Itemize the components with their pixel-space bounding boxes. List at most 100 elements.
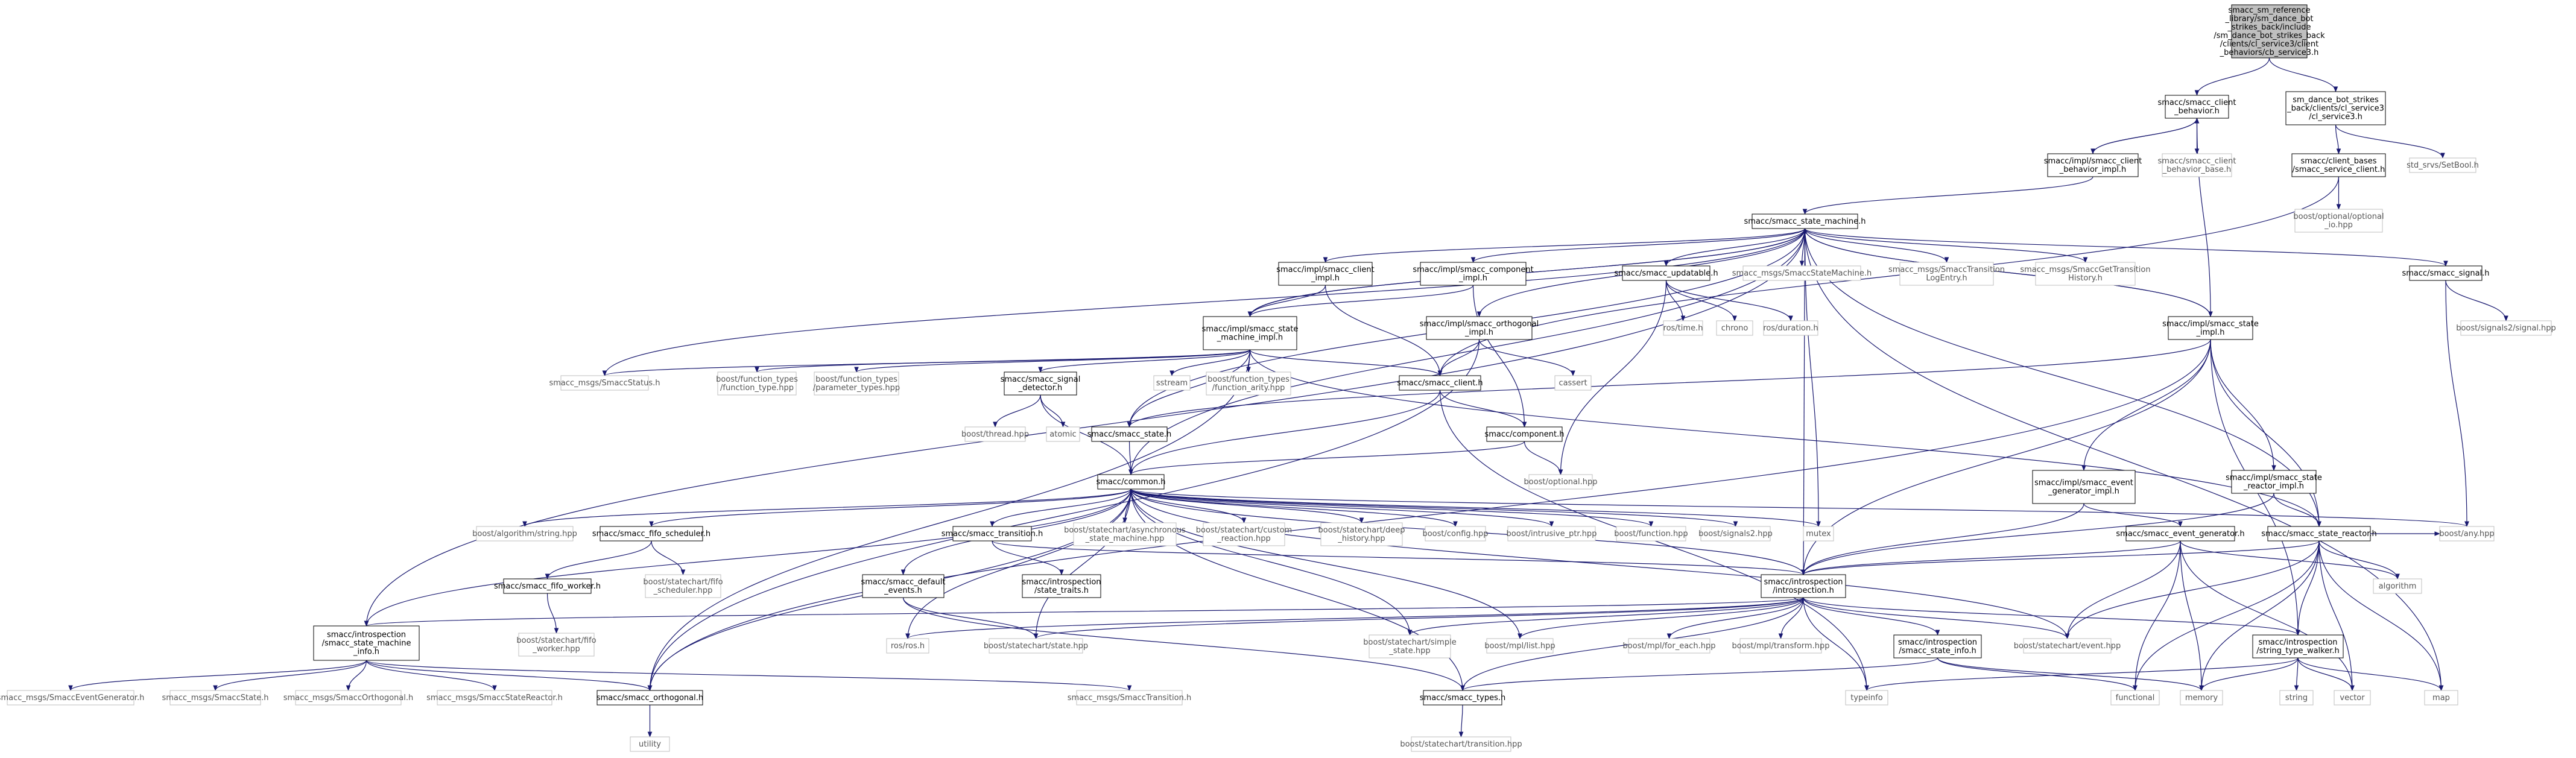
node-msg-orthogonal: smacc_msgs/SmaccOrthogonal.h [283,690,413,706]
node-smacc-default-events[interactable]: smacc/smacc_default_events.h [861,574,946,598]
edge-orthogonal_impl-to-cassert [1478,339,1575,376]
edge-state_reactor-to-vector [2318,540,2355,691]
edge-state_info-to-smacc_types [1460,657,1938,691]
edge-event_generator-to-vector [2180,540,2355,691]
edge-component_impl-to-state_machine_impl [1247,285,1474,317]
node-box [1425,526,1486,542]
node-introspection-state-traits[interactable]: smacc/introspection/state_traits.h [1022,574,1101,598]
node-introspection[interactable]: smacc/introspection/introspection.h [1761,574,1846,598]
node-label-line: smacc/smacc_fifo_scheduler.h [592,529,710,538]
node-label-line: smacc/impl/smacc_component [1413,265,1533,274]
edge-state_info-to-memory [1937,657,2204,691]
node-box [1763,320,1818,336]
node-chrono: chrono [1716,320,1753,336]
node-box [1899,262,1994,286]
edge-event_generator_impl-to-introspection [1801,503,2084,575]
node-label-line: LogEntry.h [1926,274,1967,283]
node-state-info[interactable]: smacc/introspection/smacc_state_info.h [1893,634,1982,659]
node-root[interactable]: smacc_sm_reference_library/sm_dance_bot_… [2214,4,2325,58]
node-box [1203,522,1285,546]
node-label-line: /smacc_state_machine [322,639,411,648]
node-label-line: smacc/smacc_signal [1001,375,1081,384]
node-label-line: smacc/component.h [1485,430,1565,439]
node-signal[interactable]: smacc/smacc_signal.h [2402,265,2490,281]
edge-state_impl-to-state [1127,339,2211,428]
node-fifo-worker[interactable]: smacc/smacc_fifo_worker.h [494,578,601,594]
node-label-line: smacc/introspection [1764,578,1843,587]
node-label-line: History.h [2068,274,2103,283]
node-state-reactor-impl[interactable]: smacc/impl/smacc_state_reactor_impl.h [2226,470,2322,494]
edge-state_machine_impl-to-boost_ft_function_type [755,349,1251,373]
node-label-line: ros/time.h [1663,324,1703,333]
node-label-line: boost/statechart/event.hpp [2014,642,2121,651]
node-state-reactor[interactable]: smacc/smacc_state_reactor.h [2261,526,2377,542]
node-state[interactable]: smacc/smacc_state.h [1087,426,1172,442]
node-label-line: smacc_msgs/SmaccStateReactor.h [426,693,563,703]
node-box [1411,736,1511,752]
node-sc-custom-reaction: boost/statechart/custom_reaction.hpp [1196,522,1292,546]
node-box [989,638,1083,654]
edge-root-to-cl_service3 [2268,57,2338,92]
node-state-impl[interactable]: smacc/impl/smacc_state_impl.h [2162,316,2259,340]
node-label-line: boost/function_types [1207,375,1290,384]
node-box [2409,265,2483,281]
node-string-type-walker[interactable]: smacc/introspection/string_type_walker.h [2252,634,2344,659]
edge-state_reactor-to-introspection [1801,540,2320,575]
edge-signal_detector-to-boost_thread [993,394,1041,428]
node-label-line: _reaction.hpp [1217,534,1270,543]
node-label-line: /function_arity.hpp [1212,384,1285,393]
node-client-impl[interactable]: smacc/impl/smacc_client_impl.h [1276,262,1375,286]
node-label-line: smacc/smacc_state_machine.h [1744,217,1866,226]
node-label-line: cassert [1559,379,1587,388]
node-updatable[interactable]: smacc/smacc_updatable.h [1614,265,1718,281]
node-event-generator-impl[interactable]: smacc/impl/smacc_event_generator_impl.h [2032,470,2136,504]
node-smacc-orthogonal[interactable]: smacc/smacc_orthogonal.h [597,690,703,706]
edge-common-to-smacc_transition [990,488,1131,527]
node-box [1097,474,1165,490]
edge-state_machine-to-msg_get_transition [1804,228,2088,263]
node-fifo-scheduler[interactable]: smacc/smacc_fifo_scheduler.h [592,526,710,542]
node-box [1761,574,1846,598]
edge-smacc_default_events-to-sc_state [902,597,1039,639]
node-box [1426,316,1533,340]
node-box [2162,153,2232,177]
node-box [2291,153,2386,177]
node-client[interactable]: smacc/smacc_client.h [1397,375,1483,391]
edge-state_info-to-functional [1937,657,2138,691]
edge-introspection-to-string_type_walker [1803,597,2300,636]
edge-state_reactor-to-functional [2133,540,2320,691]
edge-state_machine_impl-to-client [1249,349,1443,376]
node-state-machine[interactable]: smacc/smacc_state_machine.h [1744,213,1866,229]
node-signal-detector[interactable]: smacc/smacc_signal_detector.h [1001,371,1081,396]
node-orthogonal-impl[interactable]: smacc/impl/smacc_orthogonal_impl.h [1420,316,1539,340]
node-box [2231,470,2317,494]
edge-fifo_scheduler-to-sc_fifo_scheduler [651,540,686,575]
node-smacc-types[interactable]: smacc/smacc_types.h [1420,690,1505,706]
node-common[interactable]: smacc/common.h [1096,474,1166,490]
node-cl-service3[interactable]: sm_dance_bot_strikes_back/clients/cl_ser… [2285,91,2386,125]
node-smacc-transition[interactable]: smacc/smacc_transition.h [941,526,1043,542]
edge-common-to-boost_algorithm_string [522,488,1131,527]
edge-state_reactor-to-sc_event [2065,540,2320,639]
edge-state_reactor_impl-to-introspection [1801,493,2274,575]
node-state-machine-impl[interactable]: smacc/impl/smacc_state_machine_impl.h [1202,316,1299,350]
node-box [1206,371,1291,396]
node-client-behavior-impl[interactable]: smacc/impl/smacc_client_behavior_impl.h [2044,153,2142,177]
node-client-behavior[interactable]: smacc/smacc_client_behavior.h [2158,95,2236,119]
node-label-line: smacc_msgs/SmaccStatus.h [549,379,660,388]
node-event-generator[interactable]: smacc/smacc_event_generator.h [2116,526,2245,542]
node-box [560,375,649,391]
node-label-line: boost/statechart/fifo [643,578,723,587]
node-sm-info[interactable]: smacc/introspection/smacc_state_machine_… [313,625,420,661]
edge-common-to-sc_state [1033,488,1131,639]
node-box [2409,157,2476,173]
node-box [1369,634,1451,659]
node-label-line: _behavior_base.h [2162,165,2231,174]
node-box [1528,474,1593,490]
node-box [1845,690,1888,706]
node-component[interactable]: smacc/component.h [1485,426,1565,442]
node-client-bases-service[interactable]: smacc/client_bases/smacc_service_client.… [2291,153,2386,177]
edge-common-to-ros_ros [905,488,1131,639]
edge-state_machine_impl-to-smacc_orthogonal [647,349,1251,691]
node-component-impl[interactable]: smacc/impl/smacc_component_impl.h [1413,262,1534,286]
